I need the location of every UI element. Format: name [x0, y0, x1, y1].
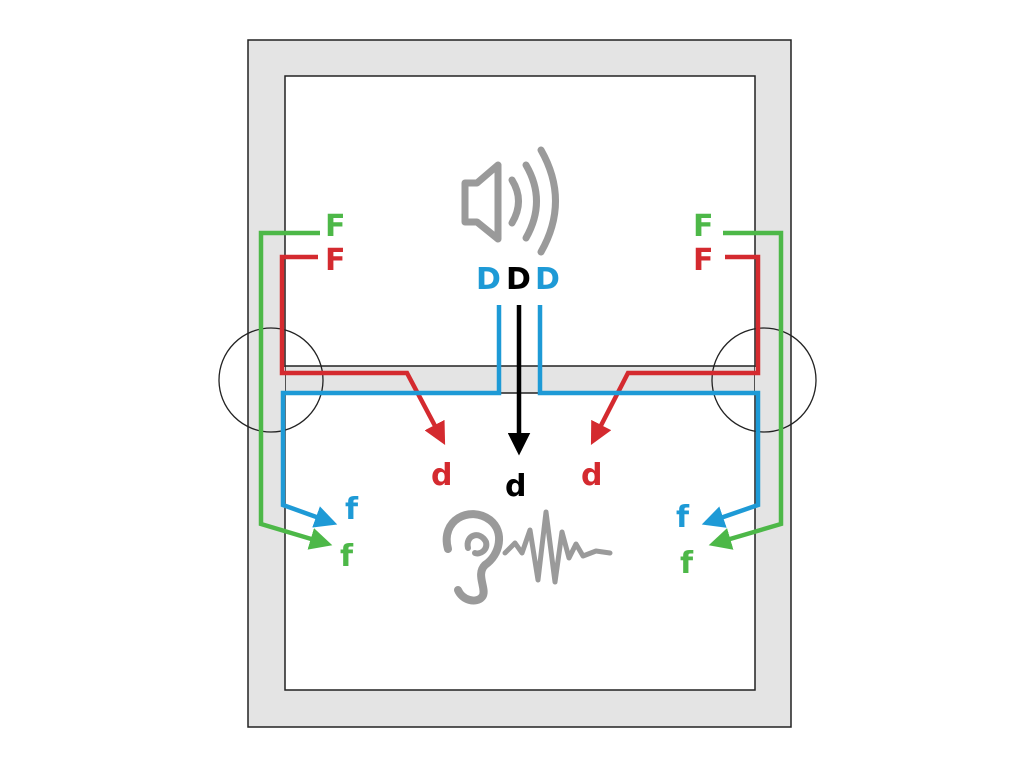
- junction-circle-right: [711, 327, 817, 433]
- path-right-green: [708, 230, 784, 550]
- label-d-right: d: [581, 458, 602, 493]
- label-D-left: D: [476, 262, 501, 297]
- path-right-blue: [537, 305, 761, 528]
- ear-icon: [442, 509, 613, 605]
- label-F-right-green: F: [693, 209, 714, 244]
- label-F-right-red: F: [693, 243, 714, 278]
- label-f-right-blue: f: [676, 500, 690, 535]
- label-d-center: d: [505, 469, 526, 504]
- label-F-left-red: F: [325, 243, 346, 278]
- label-d-left: d: [431, 458, 452, 493]
- path-left-red: [279, 254, 446, 445]
- label-f-left-blue: f: [345, 492, 359, 527]
- label-f-right-green: f: [680, 546, 694, 581]
- path-left-green: [258, 230, 333, 550]
- label-f-left-green: f: [340, 539, 354, 574]
- label-F-left-green: F: [325, 209, 346, 244]
- label-D-center: D: [506, 262, 531, 297]
- speaker-icon: [461, 146, 559, 256]
- path-right-red: [590, 254, 761, 446]
- junction-circle-left: [218, 327, 324, 433]
- label-D-right: D: [535, 262, 560, 297]
- path-left-blue: [280, 305, 502, 528]
